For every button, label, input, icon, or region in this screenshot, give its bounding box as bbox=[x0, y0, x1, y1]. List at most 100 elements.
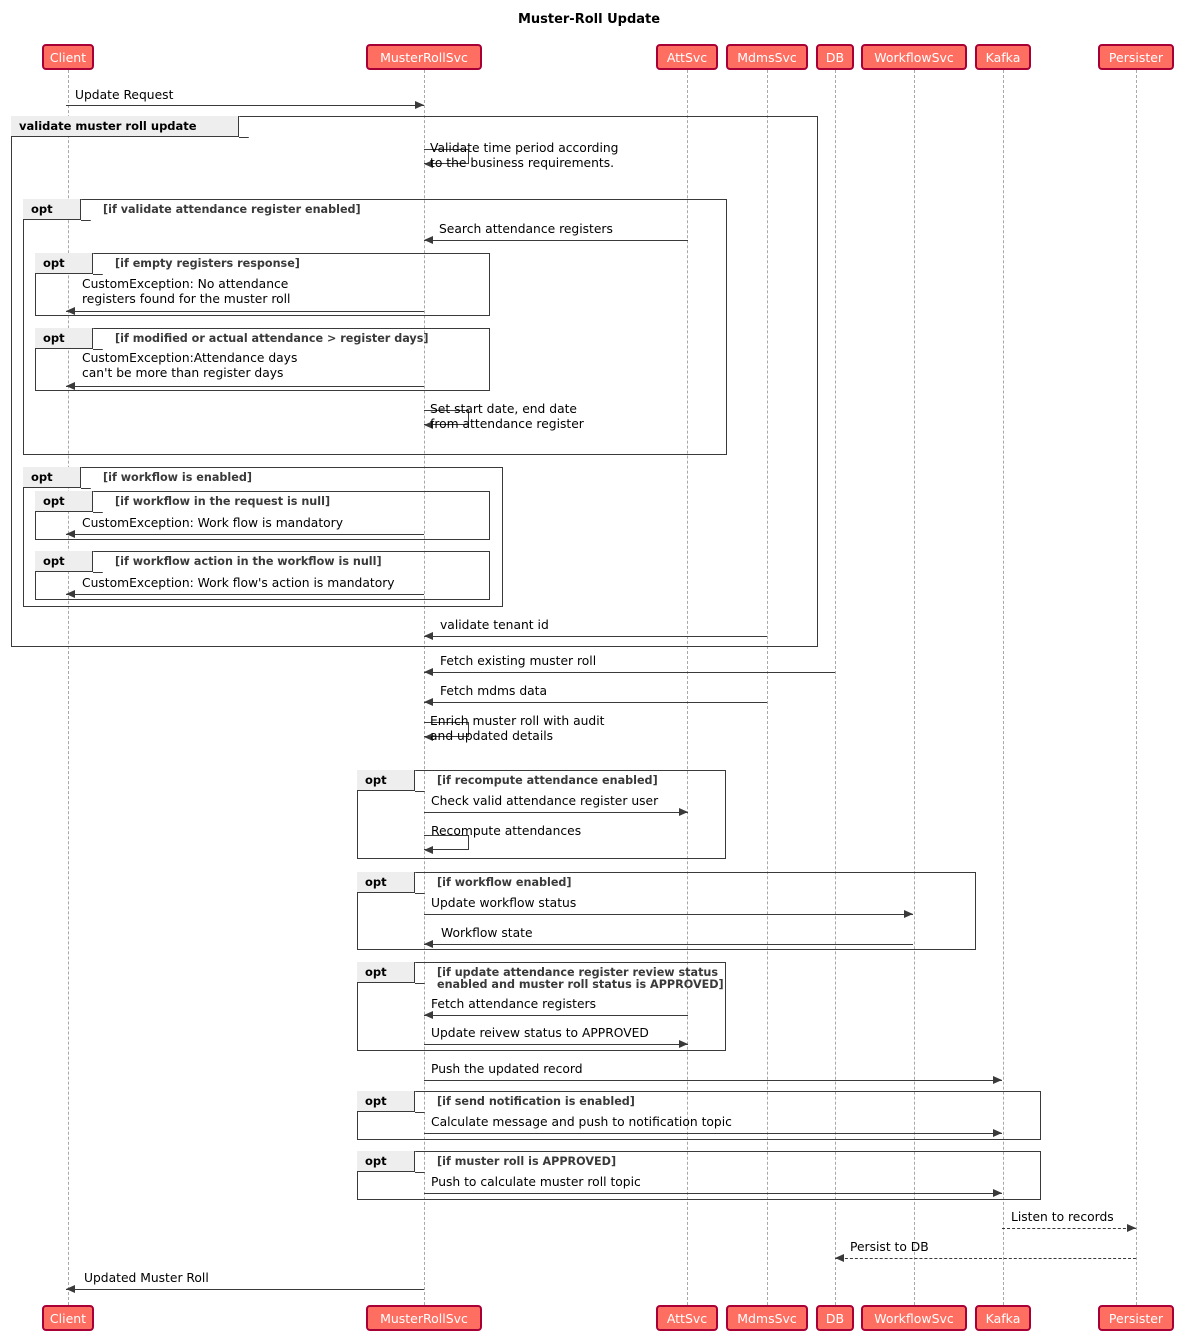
fragment-label: opt bbox=[357, 770, 415, 791]
message-arrow bbox=[424, 1193, 1002, 1194]
fragment-label-text: opt bbox=[365, 965, 387, 979]
fragment-label: opt bbox=[357, 1091, 415, 1112]
fragment-corner bbox=[415, 1151, 425, 1173]
message-label: Validate time period according to the bu… bbox=[430, 141, 619, 170]
message-arrow bbox=[66, 1289, 424, 1290]
message-arrow bbox=[1002, 1228, 1136, 1229]
participant-label: MusterRollSvc bbox=[380, 49, 468, 65]
message-arrow bbox=[424, 702, 767, 703]
participant-kafka-bottom[interactable]: Kafka bbox=[975, 1305, 1031, 1331]
message-label: Push the updated record bbox=[431, 1062, 583, 1076]
fragment-corner bbox=[93, 253, 103, 275]
participant-label: Client bbox=[49, 49, 87, 65]
fragment-label-text: opt bbox=[365, 1094, 387, 1108]
fragment-box bbox=[23, 467, 503, 607]
message-arrow bbox=[424, 1044, 688, 1045]
fragment-corner bbox=[239, 116, 249, 138]
arrow-head bbox=[66, 307, 75, 315]
participant-musterrollsvc-bottom[interactable]: MusterRollSvc bbox=[366, 1305, 482, 1331]
message-label: Update Request bbox=[75, 88, 174, 102]
participant-label: Kafka bbox=[985, 49, 1021, 65]
message-arrow bbox=[66, 311, 424, 312]
fragment-label: opt bbox=[23, 199, 81, 220]
participant-attsvc-top[interactable]: AttSvc bbox=[656, 44, 718, 70]
participant-persister-bottom[interactable]: Persister bbox=[1098, 1305, 1174, 1331]
message-arrow bbox=[835, 1258, 1136, 1259]
lifeline-persister bbox=[1136, 70, 1137, 1305]
arrow-head bbox=[424, 732, 433, 741]
fragment-label-text: opt bbox=[43, 554, 65, 568]
arrow-head bbox=[66, 1285, 75, 1293]
participant-db-top[interactable]: DB bbox=[816, 44, 854, 70]
arrow-head bbox=[424, 159, 433, 168]
participant-client-top[interactable]: Client bbox=[42, 44, 94, 70]
fragment-label: opt bbox=[357, 872, 415, 893]
arrow-head bbox=[904, 910, 913, 918]
message-label: Enrich muster roll with audit and update… bbox=[430, 714, 605, 743]
participant-workflowsvc-top[interactable]: WorkflowSvc bbox=[861, 44, 967, 70]
lifeline-kafka bbox=[1003, 70, 1004, 1305]
fragment-corner bbox=[81, 467, 91, 489]
message-arrow bbox=[66, 386, 424, 387]
self-message-loop bbox=[424, 149, 469, 164]
arrow-head bbox=[424, 420, 433, 429]
arrow-head bbox=[679, 808, 688, 816]
message-label: CustomException:Attendance days can't be… bbox=[82, 351, 298, 380]
participant-persister-top[interactable]: Persister bbox=[1098, 44, 1174, 70]
participant-attsvc-bottom[interactable]: AttSvc bbox=[656, 1305, 718, 1331]
arrow-head bbox=[66, 590, 75, 598]
participant-mdmssvc-bottom[interactable]: MdmsSvc bbox=[726, 1305, 808, 1331]
participant-label: MdmsSvc bbox=[737, 1310, 797, 1326]
message-label: CustomException: Work flow is mandatory bbox=[82, 516, 344, 530]
fragment-label-text: opt bbox=[43, 331, 65, 345]
arrow-head bbox=[424, 668, 433, 676]
fragment-box bbox=[35, 253, 490, 316]
arrow-head bbox=[679, 1040, 688, 1048]
fragment-condition: [if workflow action in the workflow is n… bbox=[115, 555, 382, 568]
participant-mdmssvc-top[interactable]: MdmsSvc bbox=[726, 44, 808, 70]
message-arrow bbox=[66, 534, 424, 535]
participant-kafka-top[interactable]: Kafka bbox=[975, 44, 1031, 70]
participant-db-bottom[interactable]: DB bbox=[816, 1305, 854, 1331]
message-arrow bbox=[424, 812, 688, 813]
arrow-head bbox=[993, 1076, 1002, 1084]
message-label: Search attendance registers bbox=[439, 222, 613, 236]
fragment-box bbox=[23, 199, 727, 455]
message-arrow bbox=[424, 1080, 1002, 1081]
arrow-head bbox=[1127, 1224, 1136, 1232]
arrow-head bbox=[424, 1011, 433, 1019]
fragment-condition: [if update attendance register review st… bbox=[437, 966, 724, 991]
self-message-loop bbox=[424, 722, 469, 737]
lifeline-client bbox=[68, 70, 69, 1305]
message-label: Persist to DB bbox=[850, 1240, 929, 1254]
message-arrow bbox=[424, 636, 767, 637]
fragment-label-text: opt bbox=[365, 875, 387, 889]
participant-label: DB bbox=[825, 49, 845, 65]
participant-label: AttSvc bbox=[666, 1310, 708, 1326]
message-arrow bbox=[424, 914, 913, 915]
message-label: Listen to records bbox=[1011, 1210, 1114, 1224]
participant-musterrollsvc-top[interactable]: MusterRollSvc bbox=[366, 44, 482, 70]
message-arrow bbox=[424, 1133, 1002, 1134]
participant-client-bottom[interactable]: Client bbox=[42, 1305, 94, 1331]
arrow-head bbox=[424, 845, 433, 854]
participant-label: DB bbox=[825, 1310, 845, 1326]
fragment-corner bbox=[93, 328, 103, 350]
participant-label: WorkflowSvc bbox=[874, 49, 954, 65]
fragment-corner bbox=[415, 962, 425, 984]
fragment-label-text: opt bbox=[31, 470, 53, 484]
fragment-label: opt bbox=[35, 328, 93, 349]
fragment-label-text: validate muster roll update bbox=[19, 119, 197, 133]
message-label: Push to calculate muster roll topic bbox=[431, 1175, 641, 1189]
lifeline-musterrollsvc bbox=[424, 70, 425, 1305]
arrow-head bbox=[424, 632, 433, 640]
participant-workflowsvc-bottom[interactable]: WorkflowSvc bbox=[861, 1305, 967, 1331]
arrow-head bbox=[835, 1254, 844, 1262]
fragment-condition: [if workflow enabled] bbox=[437, 876, 572, 889]
lifeline-mdmssvc bbox=[767, 70, 768, 1305]
self-message-loop bbox=[424, 410, 469, 425]
message-label: validate tenant id bbox=[440, 618, 549, 632]
fragment-box bbox=[357, 962, 726, 1051]
message-label: Check valid attendance register user bbox=[431, 794, 659, 808]
message-label: Updated Muster Roll bbox=[84, 1271, 209, 1285]
